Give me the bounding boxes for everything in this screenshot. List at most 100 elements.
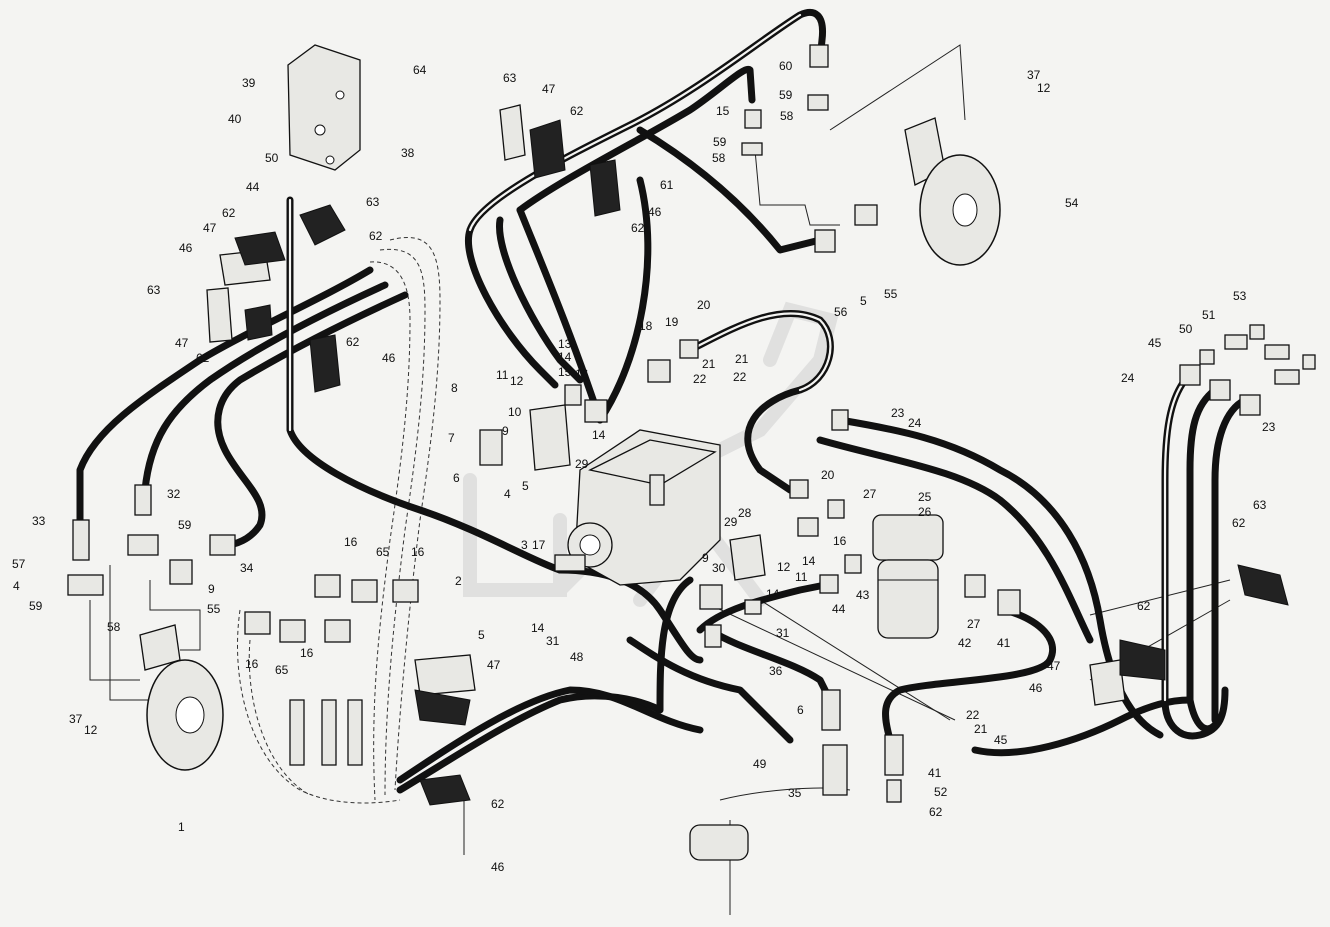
callout-number: 27 bbox=[863, 487, 877, 501]
callout-number: 57 bbox=[12, 557, 26, 571]
callout-number: 11 bbox=[496, 368, 509, 382]
callout-number: 46 bbox=[648, 205, 662, 219]
callout-number: 46 bbox=[1029, 681, 1043, 695]
callout-number: 31 bbox=[546, 634, 560, 648]
callout-number: 45 bbox=[994, 733, 1008, 747]
callout-number: 39 bbox=[242, 76, 256, 90]
callout-number: 5 bbox=[860, 294, 867, 308]
callout-number: 46 bbox=[491, 860, 505, 874]
callout-number: 12 bbox=[510, 374, 524, 388]
callout-number: 63 bbox=[503, 71, 517, 85]
callout-number: 16 bbox=[245, 657, 259, 671]
callout-number: 42 bbox=[958, 636, 972, 650]
callout-number: 62 bbox=[491, 797, 505, 811]
clamp-blocks bbox=[234, 119, 1289, 806]
callout-number: 1 bbox=[178, 820, 185, 834]
callout-number: 26 bbox=[918, 505, 932, 519]
callout-number: 14 bbox=[558, 350, 572, 364]
callout-number: 47 bbox=[542, 82, 556, 96]
callout-number: 59 bbox=[29, 599, 43, 613]
callout-number: 63 bbox=[1253, 498, 1267, 512]
callout-number: 51 bbox=[1202, 308, 1216, 322]
callout-number: 29 bbox=[575, 457, 589, 471]
wheel-hubs bbox=[139, 154, 1001, 771]
callout-number: 28 bbox=[738, 506, 752, 520]
callout-number: 37 bbox=[1027, 68, 1041, 82]
callout-number: 62 bbox=[631, 221, 645, 235]
callout-number: 65 bbox=[275, 663, 289, 677]
callout-number: 59 bbox=[713, 135, 727, 149]
callout-number: 46 bbox=[179, 241, 193, 255]
callout-number: 10 bbox=[508, 405, 522, 419]
callout-number: 30 bbox=[712, 561, 726, 575]
callout-number: 63 bbox=[366, 195, 380, 209]
callout-number: 47 bbox=[203, 221, 217, 235]
callout-number: 19 bbox=[665, 315, 679, 329]
callout-number: 16 bbox=[575, 367, 589, 381]
callout-number: 45 bbox=[1148, 336, 1162, 350]
callout-number: 47 bbox=[175, 336, 189, 350]
callout-number: 62 bbox=[570, 104, 584, 118]
callout-number: 15 bbox=[716, 104, 730, 118]
callout-number: 64 bbox=[413, 63, 427, 77]
callout-number: 41 bbox=[928, 766, 942, 780]
callout-number: 62 bbox=[929, 805, 943, 819]
callout-number: 16 bbox=[833, 534, 847, 548]
callout-number: 21 bbox=[702, 357, 716, 371]
callout-number: 54 bbox=[1065, 196, 1079, 210]
callout-number: 12 bbox=[1037, 81, 1051, 95]
callout-number: 9 bbox=[702, 551, 709, 565]
callout-number: 8 bbox=[451, 381, 458, 395]
callout-number: 23 bbox=[1262, 420, 1276, 434]
callout-number: 18 bbox=[639, 319, 653, 333]
callout-number: 60 bbox=[779, 59, 793, 73]
callout-number: 9 bbox=[208, 582, 215, 596]
callout-number: 6 bbox=[797, 703, 804, 717]
callout-number: 20 bbox=[821, 468, 835, 482]
callout-number: 58 bbox=[780, 109, 794, 123]
oil-filter bbox=[872, 514, 944, 639]
callout-number: 40 bbox=[228, 112, 242, 126]
callout-number: 9 bbox=[502, 424, 509, 438]
callout-number: 25 bbox=[918, 490, 932, 504]
pump-assembly bbox=[479, 404, 766, 586]
callout-number: 14 bbox=[802, 554, 816, 568]
callout-number: 50 bbox=[1179, 322, 1193, 336]
callout-number: 35 bbox=[788, 786, 802, 800]
callout-number: 6 bbox=[453, 471, 460, 485]
callout-number: 41 bbox=[997, 636, 1011, 650]
callout-number: 22 bbox=[966, 708, 980, 722]
callout-number: 12 bbox=[777, 560, 791, 574]
callout-number: 62 bbox=[222, 206, 236, 220]
callout-number: 21 bbox=[974, 722, 988, 736]
callout-number: 14 bbox=[592, 428, 606, 442]
callout-number: 59 bbox=[178, 518, 192, 532]
callout-number: 13 bbox=[558, 337, 572, 351]
callout-number: 16 bbox=[300, 646, 314, 660]
callout-number: 38 bbox=[401, 146, 415, 160]
callout-number: 5 bbox=[522, 479, 529, 493]
callout-number: 37 bbox=[69, 712, 83, 726]
callout-number: 16 bbox=[344, 535, 358, 549]
callout-number: 46 bbox=[382, 351, 396, 365]
fittings bbox=[67, 44, 1316, 861]
callout-number: 62 bbox=[346, 335, 360, 349]
callout-number: 22 bbox=[733, 370, 747, 384]
callout-number: 7 bbox=[448, 431, 455, 445]
callout-number: 24 bbox=[908, 416, 922, 430]
callout-number: 56 bbox=[834, 305, 848, 319]
callout-number: 55 bbox=[884, 287, 898, 301]
dashed-routing bbox=[237, 237, 441, 804]
callout-number: 34 bbox=[240, 561, 254, 575]
callout-number: 14 bbox=[531, 621, 545, 635]
callout-number: 61 bbox=[660, 178, 674, 192]
callout-number: 3 bbox=[521, 538, 528, 552]
callout-number: 47 bbox=[1047, 659, 1061, 673]
callout-number: 47 bbox=[487, 658, 501, 672]
callout-number: 20 bbox=[697, 298, 711, 312]
callout-number: 5 bbox=[478, 628, 485, 642]
callout-number: 27 bbox=[967, 617, 981, 631]
callout-number: 29 bbox=[724, 515, 738, 529]
callout-number: 62 bbox=[369, 229, 383, 243]
callout-number: 43 bbox=[856, 588, 870, 602]
